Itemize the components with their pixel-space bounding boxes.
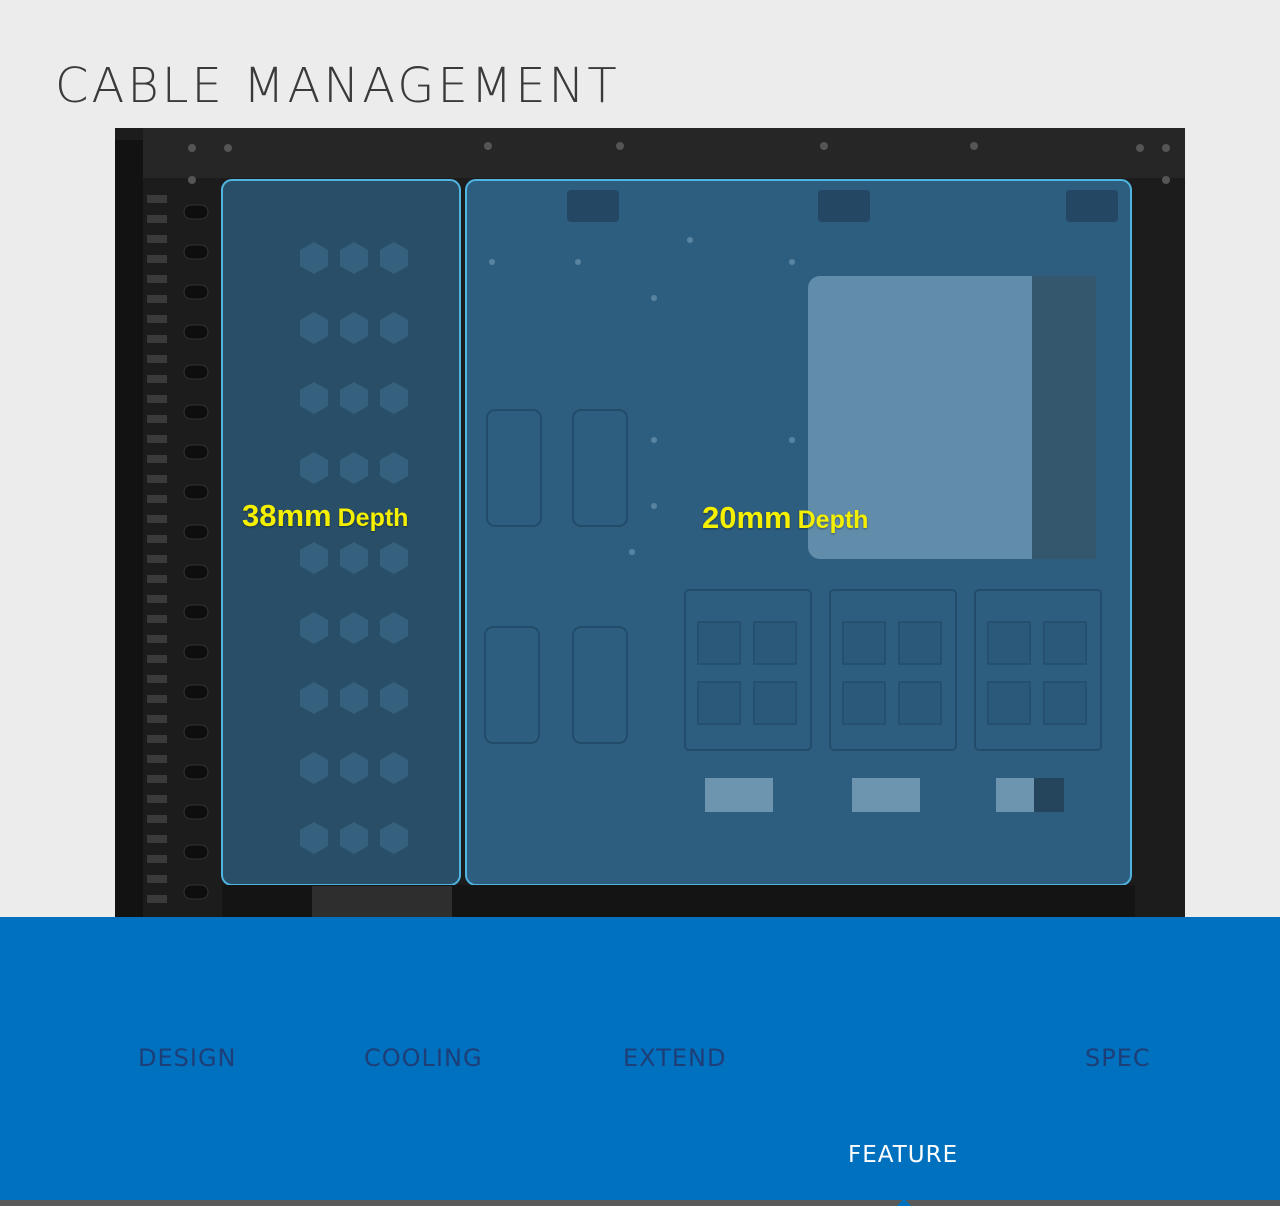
depth-unit: Depth	[337, 504, 409, 532]
case-left-edge	[115, 140, 143, 917]
left-cable-holes	[183, 204, 209, 900]
case-top-rail	[143, 128, 1185, 178]
bottom-navigation: DESIGN COOLING EXTEND FEATURE SPEC	[0, 917, 1280, 1200]
tray-top-cutouts	[567, 190, 1118, 222]
cpu-cutout	[808, 276, 1096, 559]
drive-cages	[684, 589, 1102, 751]
tray-light-slots	[705, 778, 1034, 812]
nav-item-cooling[interactable]: COOLING	[364, 1044, 483, 1072]
left-zone-hexes	[300, 242, 408, 854]
cpu-cutout-inner	[1032, 276, 1096, 559]
psu-vent	[312, 886, 452, 917]
depth-unit: Depth	[797, 506, 869, 534]
left-vent-slots	[147, 195, 167, 903]
top-screws	[188, 142, 1170, 184]
tray-dark-slot	[1034, 778, 1064, 812]
page-title: CABLE MANAGEMENT	[55, 58, 620, 114]
case-rear-panel-image	[115, 128, 1185, 917]
tray-cable-cutouts	[484, 409, 628, 744]
nav-item-design[interactable]: DESIGN	[138, 1044, 237, 1072]
depth-value: 20mm	[702, 500, 792, 535]
nav-item-spec[interactable]: SPEC	[1085, 1044, 1151, 1072]
depth-value: 38mm	[242, 498, 332, 533]
active-tab-indicator	[897, 1198, 911, 1206]
nav-item-extend[interactable]: EXTEND	[623, 1044, 727, 1072]
drive-cage-windows	[697, 621, 1087, 725]
bottom-bar	[0, 1200, 1280, 1206]
nav-item-feature[interactable]: FEATURE	[848, 1142, 959, 1168]
tray-standoffs	[489, 237, 795, 555]
